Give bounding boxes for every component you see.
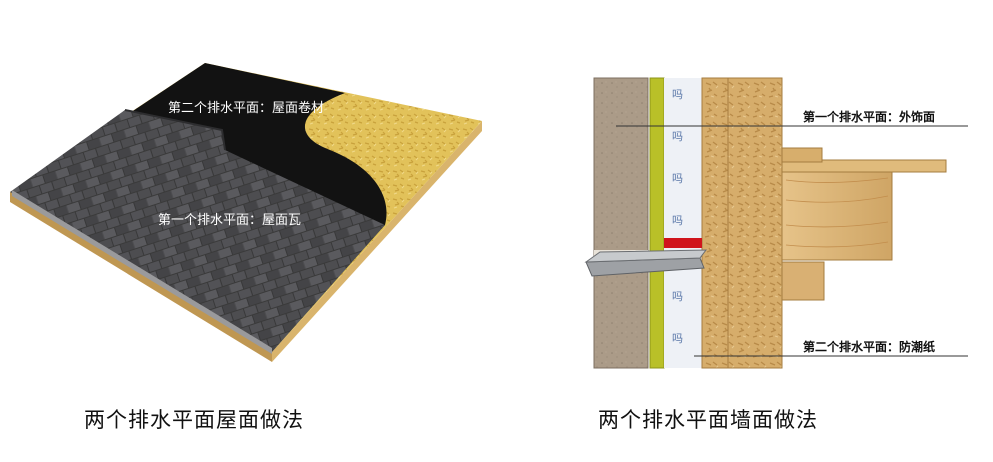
floor-decking [781, 159, 947, 173]
floor-band-board [781, 169, 893, 261]
roof-label-membrane: 第二个排水平面：屋面卷材 [168, 100, 324, 116]
wall-label-wrap: 第二个排水平面：防潮纸 [803, 339, 935, 354]
svg-text:吗: 吗 [672, 214, 683, 227]
wall-osb-sheathing [701, 77, 729, 369]
roof-label-shingle: 第一个排水平面：屋面瓦 [158, 213, 301, 228]
roof-drip-edge [12, 190, 272, 354]
svg-text:吗: 吗 [672, 290, 683, 303]
roof-caption: 两个排水平面屋面做法 [84, 408, 304, 432]
svg-text:吗: 吗 [672, 332, 683, 345]
svg-text:吗: 吗 [672, 172, 683, 185]
svg-text:吗: 吗 [672, 88, 683, 101]
svg-text:吗: 吗 [672, 130, 683, 143]
wall-metal-flashing-lip [584, 249, 708, 263]
wall-cladding [593, 77, 649, 369]
wall-house-wrap-print: 吗 吗 吗 吗 吗 吗 [672, 88, 683, 345]
wall-house-wrap [664, 78, 702, 368]
roof-shingle-step [124, 109, 226, 151]
wall-furring-strip [649, 77, 665, 369]
wall-stud [727, 77, 783, 369]
wall-red-flashing [664, 238, 702, 248]
wall-label-cladding: 第一个排水平面：外饰面 [803, 109, 935, 124]
roof-assembly [10, 63, 482, 362]
floor-bottom-plate [781, 261, 825, 301]
floor-top-block [781, 147, 823, 163]
wall-caption: 两个排水平面墙面做法 [598, 408, 818, 432]
floor-wood-grain [785, 177, 889, 248]
roof-shingles [10, 110, 385, 352]
roof-board-right-edge [272, 121, 482, 362]
